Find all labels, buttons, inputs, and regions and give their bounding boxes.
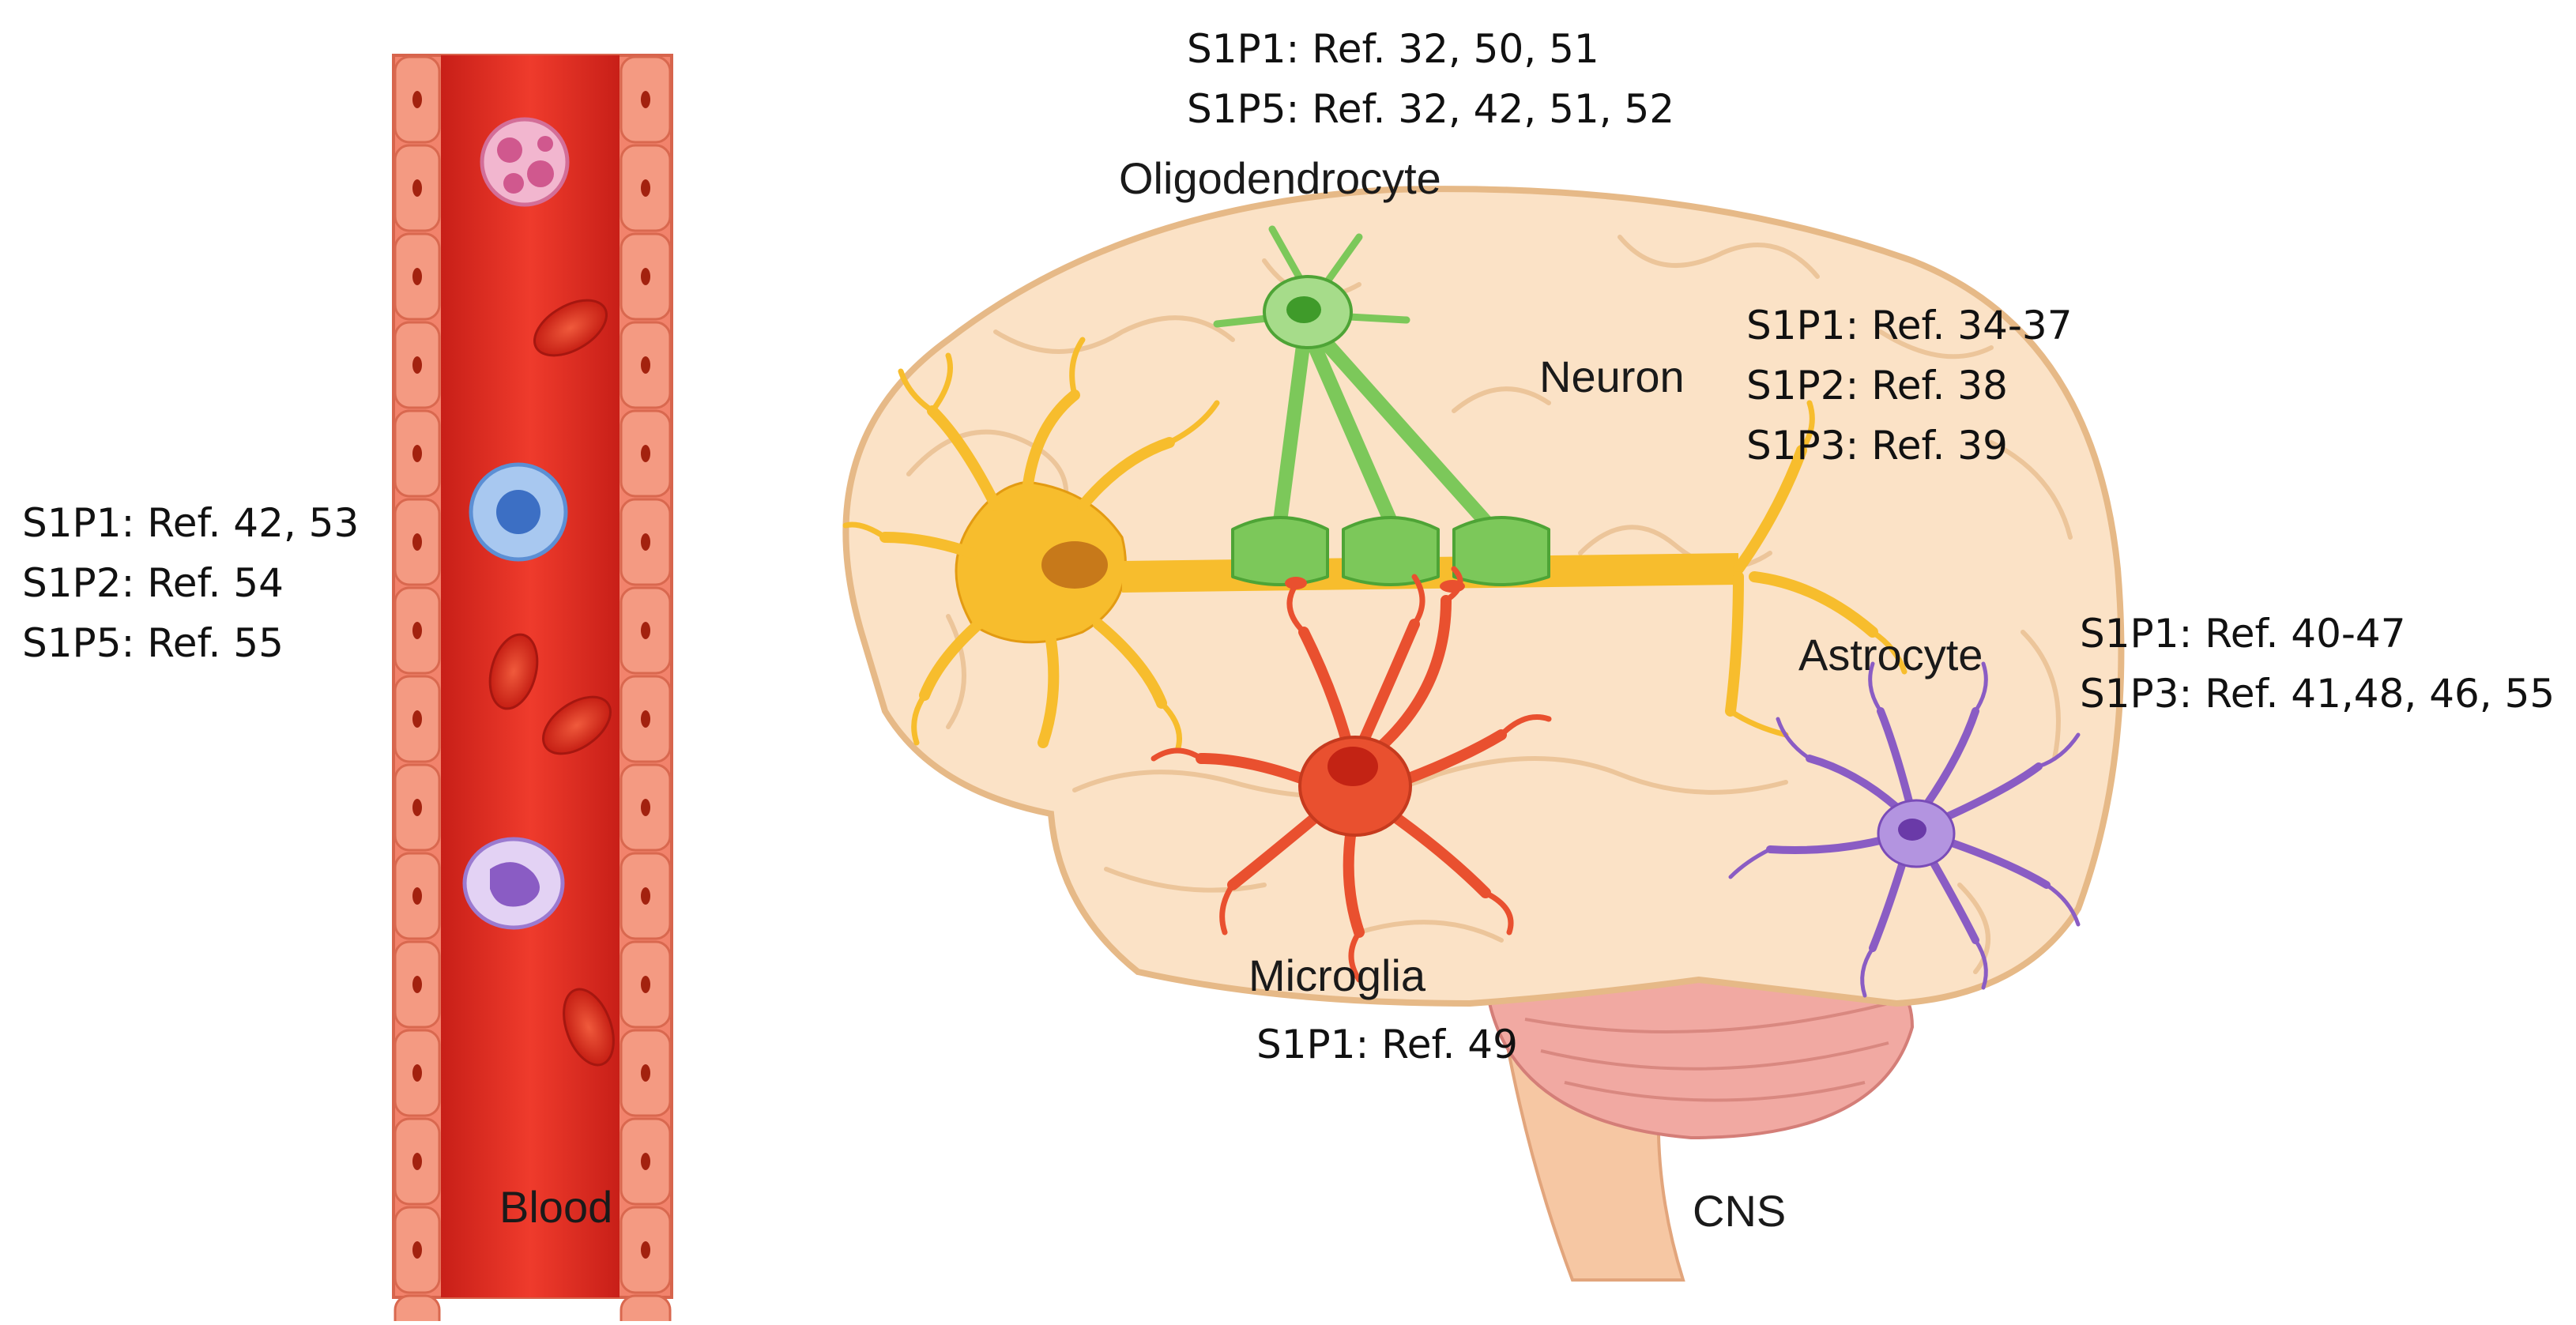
lymphocyte <box>469 462 568 562</box>
oligodendrocyte-ref-s1p5: S1P5: Ref. 32, 42, 51, 52 <box>1187 86 1675 132</box>
astrocyte-cell <box>1728 661 2081 998</box>
neuron-label: Neuron <box>1539 352 1685 401</box>
neuron-ref-s1p1: S1P1: Ref. 34-37 <box>1746 303 2073 348</box>
endothelial-nucleus <box>412 179 422 197</box>
blood-ref-s1p5: S1P5: Ref. 55 <box>22 620 284 666</box>
endothelial-nucleus <box>641 533 650 551</box>
astrocyte-ref-s1p1: S1P1: Ref. 40-47 <box>2080 611 2406 657</box>
oligodendrocyte-cell <box>1213 225 1550 586</box>
oligodendrocyte-label: Oligodendrocyte <box>1119 153 1441 203</box>
endothelial-nucleus <box>412 1064 422 1082</box>
granulocyte <box>480 117 570 207</box>
astrocyte-label: Astrocyte <box>1798 630 1983 679</box>
neuron-ref-s1p2: S1P2: Ref. 38 <box>1746 363 2008 408</box>
endothelial-nucleus <box>412 268 422 285</box>
endothelial-nucleus <box>641 1064 650 1082</box>
microglia-cell <box>1151 566 1552 983</box>
endothelial-nucleus <box>412 887 422 905</box>
astrocyte-ref-s1p3: S1P3: Ref. 41,48, 46, 55 <box>2080 671 2555 717</box>
blood-label: Blood <box>499 1182 613 1232</box>
neuron-refs: S1P1: Ref. 34-37 S1P2: Ref. 38 S1P3: Ref… <box>1746 295 2073 476</box>
endothelial-nucleus <box>641 710 650 728</box>
endothelial-cells <box>394 55 672 1325</box>
endothelial-nucleus <box>412 356 422 374</box>
endothelial-nucleus <box>641 1153 650 1170</box>
oligodendrocyte-refs: S1P1: Ref. 32, 50, 51 S1P5: Ref. 32, 42,… <box>1187 19 1674 139</box>
endothelial-nucleus <box>412 622 422 639</box>
endothelial-nucleus <box>641 445 650 462</box>
red-blood-cells <box>488 299 615 1067</box>
endothelial-nucleus <box>412 445 422 462</box>
endothelial-cell <box>394 1294 441 1325</box>
endothelial-cell <box>620 1294 672 1325</box>
blood-refs: S1P1: Ref. 42, 53 S1P2: Ref. 54 S1P5: Re… <box>22 493 359 673</box>
cns-label: CNS <box>1693 1186 1787 1236</box>
microglia-label: Microglia <box>1248 950 1426 1000</box>
endothelial-nucleus <box>641 268 650 285</box>
endothelial-nucleus <box>641 799 650 816</box>
brain <box>842 186 2125 1282</box>
blood-vessel <box>392 54 673 1325</box>
endothelial-nucleus <box>641 179 650 197</box>
endothelial-nucleus <box>641 1241 650 1259</box>
endothelial-nucleus <box>412 91 422 108</box>
blood-ref-s1p1: S1P1: Ref. 42, 53 <box>22 500 360 546</box>
endothelial-nucleus <box>412 976 422 993</box>
blood-ref-s1p2: S1P2: Ref. 54 <box>22 560 284 606</box>
microglia-refs: S1P1: Ref. 49 <box>1256 1014 1518 1075</box>
microglia-ref-s1p1: S1P1: Ref. 49 <box>1256 1022 1518 1067</box>
endothelial-nucleus <box>641 622 650 639</box>
endothelial-nucleus <box>641 91 650 108</box>
monocyte <box>462 837 565 930</box>
endothelial-nucleus <box>641 887 650 905</box>
endothelial-nucleus <box>641 356 650 374</box>
endothelial-nucleus <box>412 533 422 551</box>
cerebrum <box>842 186 2125 1007</box>
endothelial-nucleus <box>412 1241 422 1259</box>
endothelial-nucleus <box>412 799 422 816</box>
gyri <box>906 235 2073 974</box>
endothelial-nucleus <box>412 1153 422 1170</box>
astrocyte-refs: S1P1: Ref. 40-47 S1P3: Ref. 41,48, 46, 5… <box>2080 604 2555 724</box>
endothelial-nucleus <box>641 976 650 993</box>
oligodendrocyte-ref-s1p1: S1P1: Ref. 32, 50, 51 <box>1187 26 1599 72</box>
endothelial-nucleus <box>412 710 422 728</box>
neuron-ref-s1p3: S1P3: Ref. 39 <box>1746 423 2008 469</box>
